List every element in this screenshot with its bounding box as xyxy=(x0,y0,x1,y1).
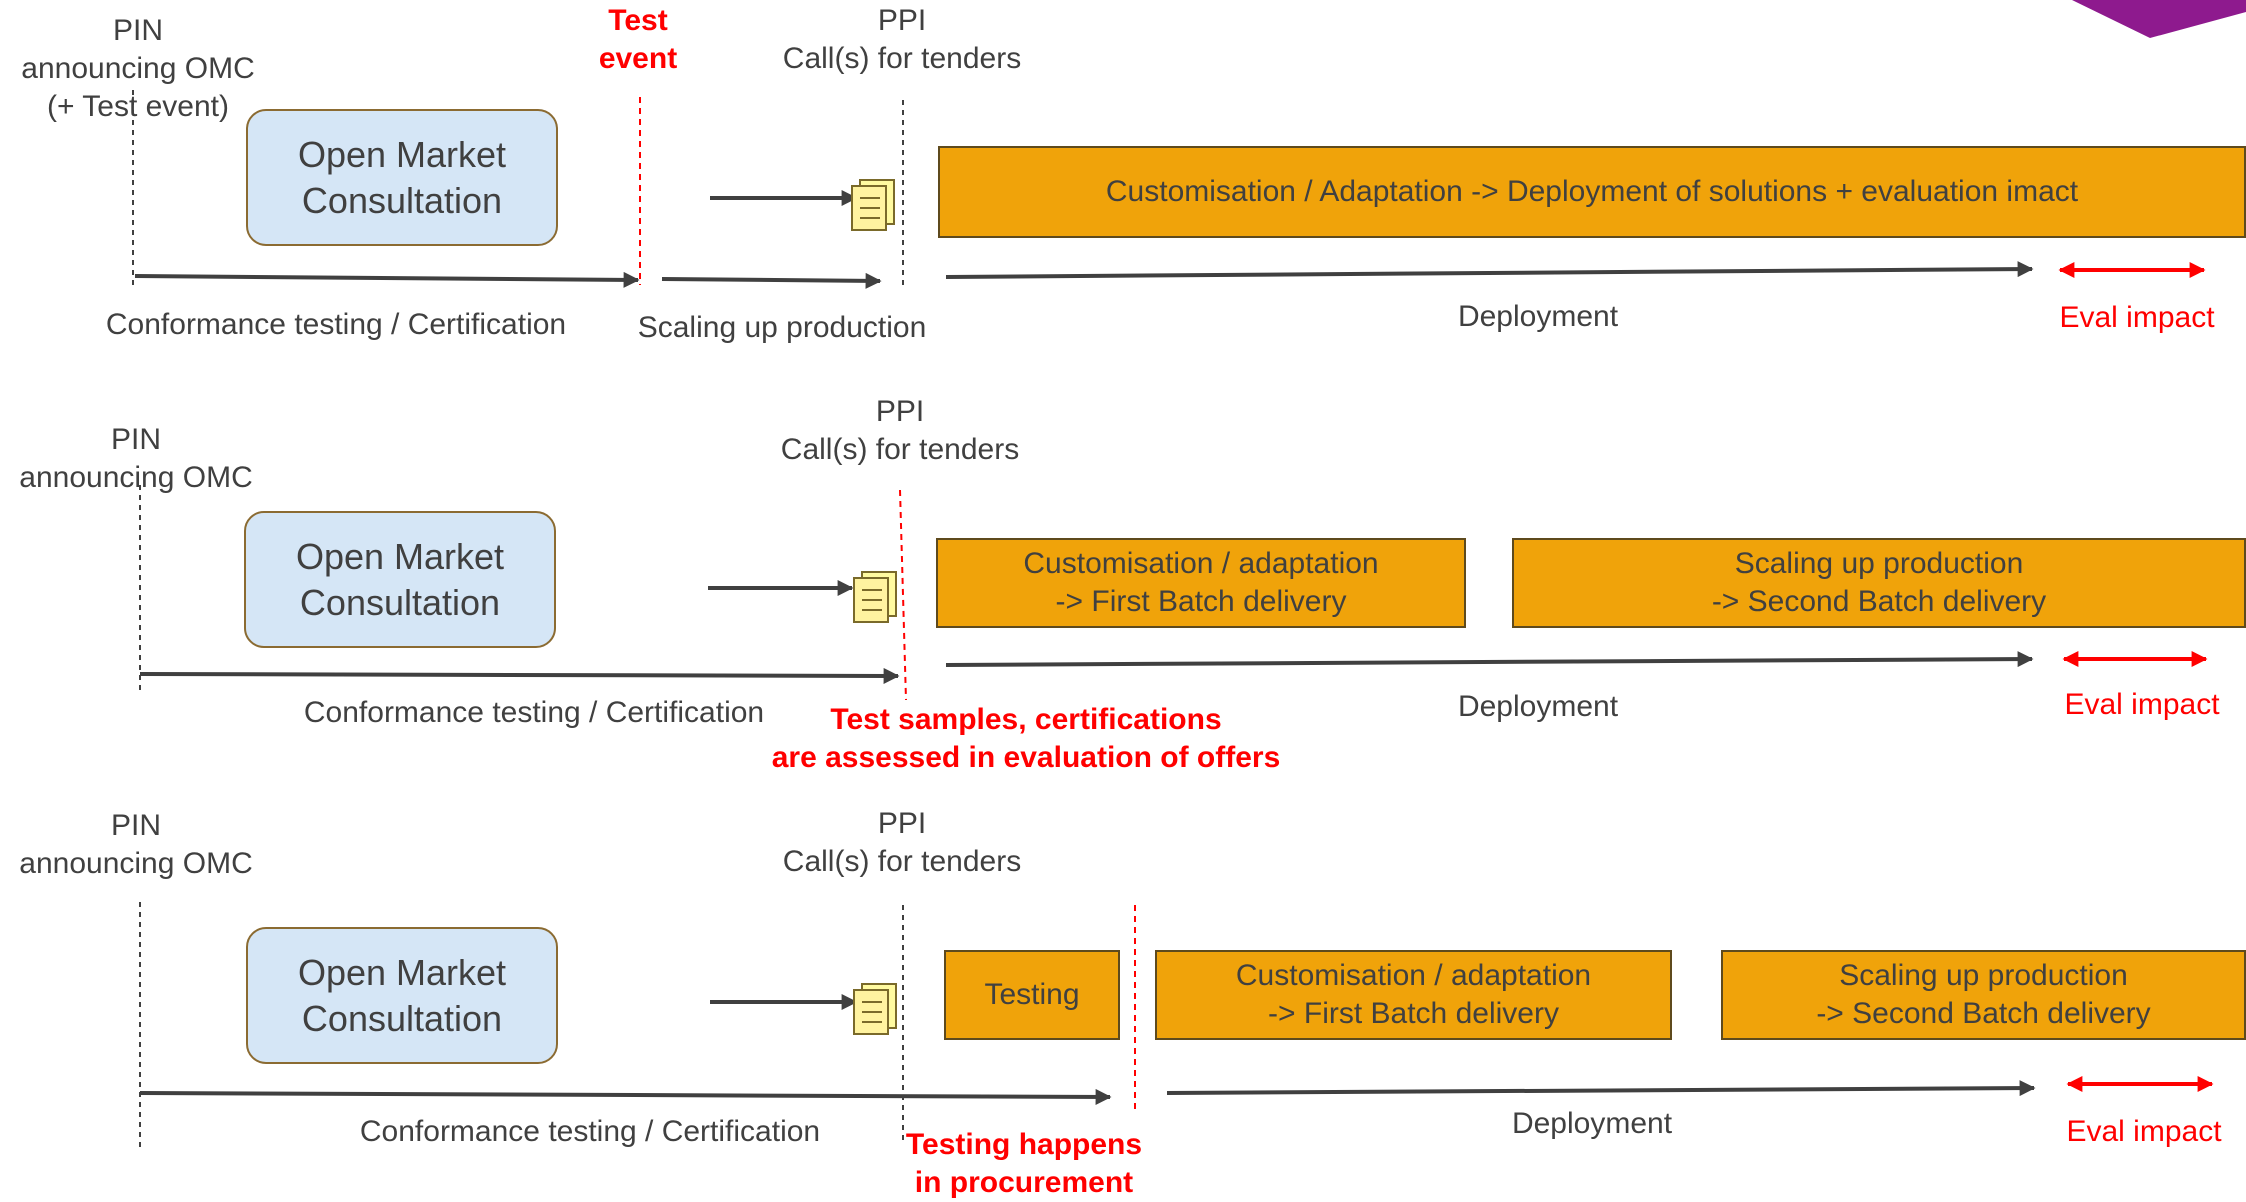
deployment-arrow xyxy=(945,261,2034,279)
conformance-label: Conformance testing / Certification xyxy=(105,308,567,341)
test-event-label: Test event xyxy=(598,4,678,75)
conformance-label: Conformance testing / Certification xyxy=(303,696,765,729)
ppi-label: PPI Call(s) for tenders xyxy=(780,395,1020,466)
document-icon xyxy=(853,983,897,1035)
conformance-arrow xyxy=(139,667,900,684)
procurement-note: Testing happens in procurement xyxy=(905,1128,1143,1199)
deployment-label: Deployment xyxy=(1511,1107,1673,1140)
corner-shape xyxy=(2072,0,2246,38)
eval-impact-label: Eval impact xyxy=(2059,301,2215,334)
deployment-arrow xyxy=(945,651,2034,668)
conformance-label: Conformance testing / Certification xyxy=(359,1115,821,1148)
eval-impact-label: Eval impact xyxy=(2066,1115,2222,1148)
first-batch-box: Customisation / adaptation -> First Batc… xyxy=(936,538,1466,628)
second-batch-box: Scaling up production -> Second Batch de… xyxy=(1512,538,2246,628)
scaling-arrow xyxy=(661,272,882,289)
open-market-consultation-box: Open Market Consultation xyxy=(246,109,558,246)
deployment-arrow xyxy=(1166,1080,2036,1097)
open-market-consultation-box: Open Market Consultation xyxy=(244,511,556,648)
open-market-consultation-box: Open Market Consultation xyxy=(246,927,558,1064)
pin-label: PIN announcing OMC xyxy=(19,809,253,880)
deployment-label: Deployment xyxy=(1457,300,1619,333)
evaluation-note: Test samples, certifications are assesse… xyxy=(771,703,1281,774)
ppi-label: PPI Call(s) for tenders xyxy=(782,4,1022,75)
eval-impact-label: Eval impact xyxy=(2064,688,2220,721)
conformance-arrow xyxy=(134,271,640,288)
ppi-test-marker-line xyxy=(899,489,907,701)
document-icon xyxy=(853,571,897,623)
document-icon xyxy=(851,179,895,231)
conformance-arrow xyxy=(139,1088,1112,1105)
testing-box: Testing xyxy=(944,950,1120,1040)
pin-label: PIN announcing OMC (+ Test event) xyxy=(21,14,255,123)
first-batch-box: Customisation / adaptation -> First Batc… xyxy=(1155,950,1672,1040)
scaling-label: Scaling up production xyxy=(637,311,927,344)
deployment-label: Deployment xyxy=(1457,690,1619,723)
second-batch-box: Scaling up production -> Second Batch de… xyxy=(1721,950,2246,1040)
customisation-deployment-box: Customisation / Adaptation -> Deployment… xyxy=(938,146,2246,238)
ppi-label: PPI Call(s) for tenders xyxy=(782,807,1022,878)
pin-label: PIN announcing OMC xyxy=(19,423,253,494)
